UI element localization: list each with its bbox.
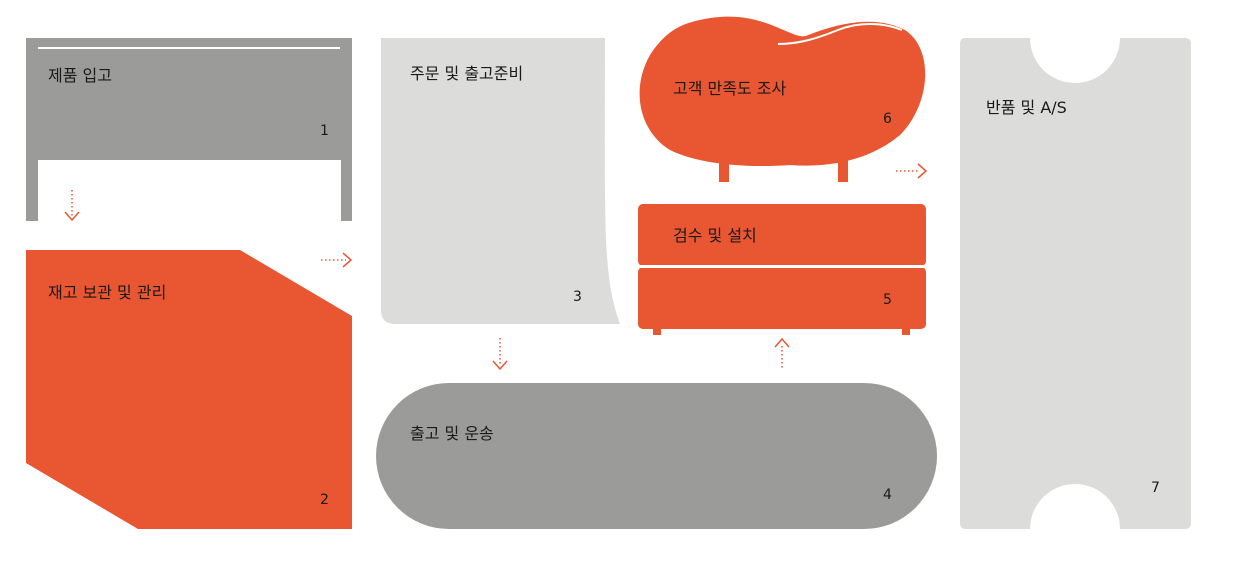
arrow-2-to-3 [321, 252, 353, 268]
step-5-shape [638, 204, 926, 335]
step-1-shape [26, 38, 352, 221]
step-7-number: 7 [1151, 480, 1160, 496]
step-1-label: 제품 입고 [48, 66, 112, 85]
step-1-top-line [38, 47, 340, 49]
step-2-label: 재고 보관 및 관리 [48, 283, 167, 302]
step-6-shape [639, 16, 926, 182]
step-4-number: 4 [883, 487, 892, 503]
step-3-number: 3 [573, 289, 582, 305]
step-6-number: 6 [883, 111, 892, 127]
step-5-line [671, 265, 893, 267]
step-6-label: 고객 만족도 조사 [673, 79, 787, 98]
step-3-label: 주문 및 출고준비 [410, 64, 524, 83]
arrow-1-to-2 [64, 190, 80, 222]
step-6-body [639, 16, 926, 167]
step-6-leg-right [838, 160, 848, 182]
step-5-number: 5 [883, 292, 892, 308]
step-5-lower [638, 267, 926, 329]
step-1-body [26, 38, 352, 221]
step-6-highlight [777, 23, 903, 45]
arrow-6-to-7 [896, 163, 928, 179]
step-3-shape [381, 38, 620, 324]
step-4-shape [376, 383, 937, 529]
step-7-label: 반품 및 A/S [986, 98, 1067, 117]
step-1-number: 1 [320, 123, 329, 139]
arrow-4-to-5 [774, 337, 790, 370]
step-5-feet-left [653, 325, 661, 335]
step-2-number: 2 [320, 492, 329, 508]
arrow-3-to-4 [492, 338, 508, 371]
step-7-shape [960, 38, 1191, 529]
step-2-shape [26, 250, 352, 529]
step-5-feet-right [902, 325, 910, 335]
step-4-label: 출고 및 운송 [410, 424, 494, 443]
step-5-label: 검수 및 설치 [673, 226, 757, 245]
step-6-leg-left [719, 160, 729, 182]
step-5-upper [638, 204, 926, 266]
